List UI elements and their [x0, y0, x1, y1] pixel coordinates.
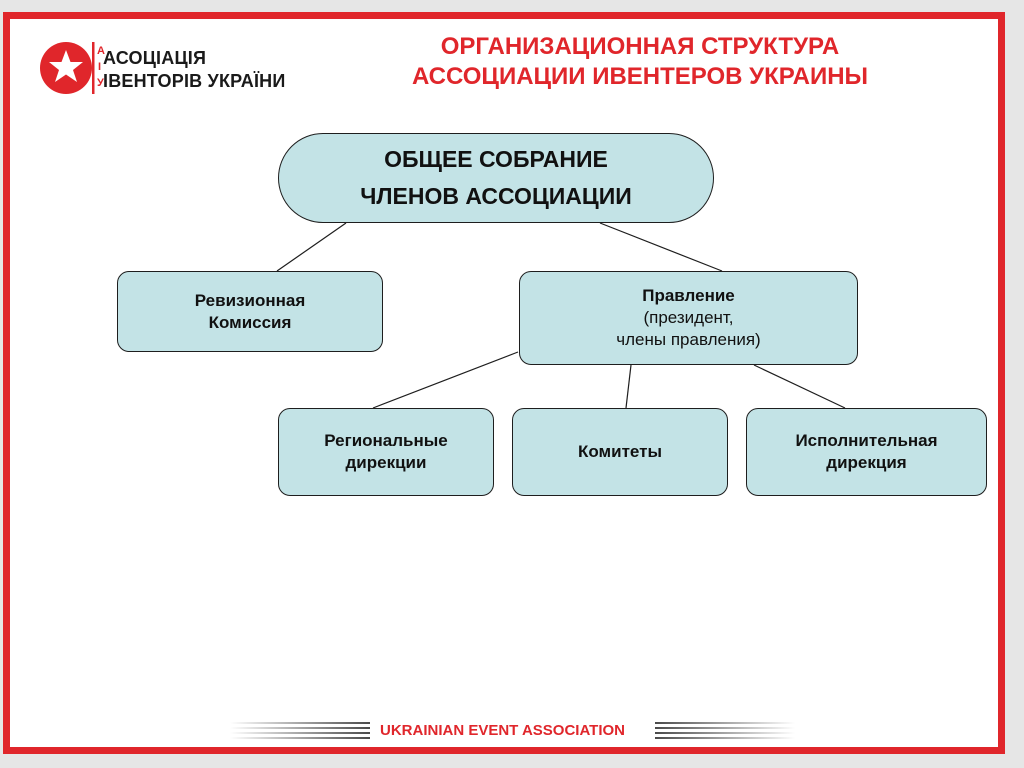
association-logo: А І У [40, 42, 105, 94]
footer-association-name: UKRAINIAN EVENT ASSOCIATION [380, 722, 626, 739]
title-line-2: АССОЦИАЦИИ ИВЕНТЕРОВ УКРАИНЫ [411, 63, 869, 90]
committees-line-1: Комитеты [578, 442, 662, 461]
connector-board-regional [372, 351, 519, 409]
regional-line-1: Региональные [324, 431, 448, 450]
page-title: ОРГАНИЗАЦИОННАЯ СТРУКТУРА АССОЦИАЦИИ ИВЕ… [370, 32, 910, 92]
executive-directorate-box: Исполнительная дирекция [746, 408, 987, 496]
logo-line-2: ІВЕНТОРІВ УКРАЇНИ [103, 71, 286, 91]
svg-text:У: У [97, 77, 104, 89]
revision-line-1: Ревизионная [194, 290, 306, 310]
footer-stripes [230, 722, 795, 739]
committees-box: Комитеты [512, 408, 728, 496]
svg-text:І: І [98, 61, 101, 73]
logo-line-1: АСОЦІАЦІЯ [103, 48, 207, 68]
connector-board-executive [753, 364, 846, 409]
revision-commission-box: Ревизионная Комиссия [117, 271, 383, 352]
star-icon [49, 50, 83, 82]
executive-line-2: дирекция [826, 453, 907, 472]
connector-root-revision [276, 222, 347, 272]
title-line-1: ОРГАНИЗАЦИОННАЯ СТРУКТУРА [440, 33, 840, 60]
board-line-3: члены правления) [616, 330, 761, 349]
regional-directorates-box: Региональные дирекции [278, 408, 494, 496]
revision-line-2: Комиссия [208, 312, 292, 332]
general-meeting-line-2: ЧЛЕНОВ АССОЦИАЦИИ [360, 183, 632, 209]
board-box: Правление (президент, члены правления) [519, 271, 858, 365]
board-line-1: Правление [642, 286, 735, 305]
connector-root-board [599, 222, 723, 272]
svg-text:А: А [97, 45, 105, 57]
general-meeting-line-1: ОБЩЕЕ СОБРАНИЕ [384, 146, 608, 172]
logo-text: АСОЦІАЦІЯ ІВЕНТОРІВ УКРАЇНИ [103, 47, 285, 93]
board-line-2: (президент, [643, 308, 734, 327]
executive-line-1: Исполнительная [795, 431, 938, 450]
connector-board-committees [625, 364, 632, 409]
regional-line-2: дирекции [345, 453, 427, 472]
general-meeting-box: ОБЩЕЕ СОБРАНИЕ ЧЛЕНОВ АССОЦИАЦИИ [278, 133, 714, 223]
